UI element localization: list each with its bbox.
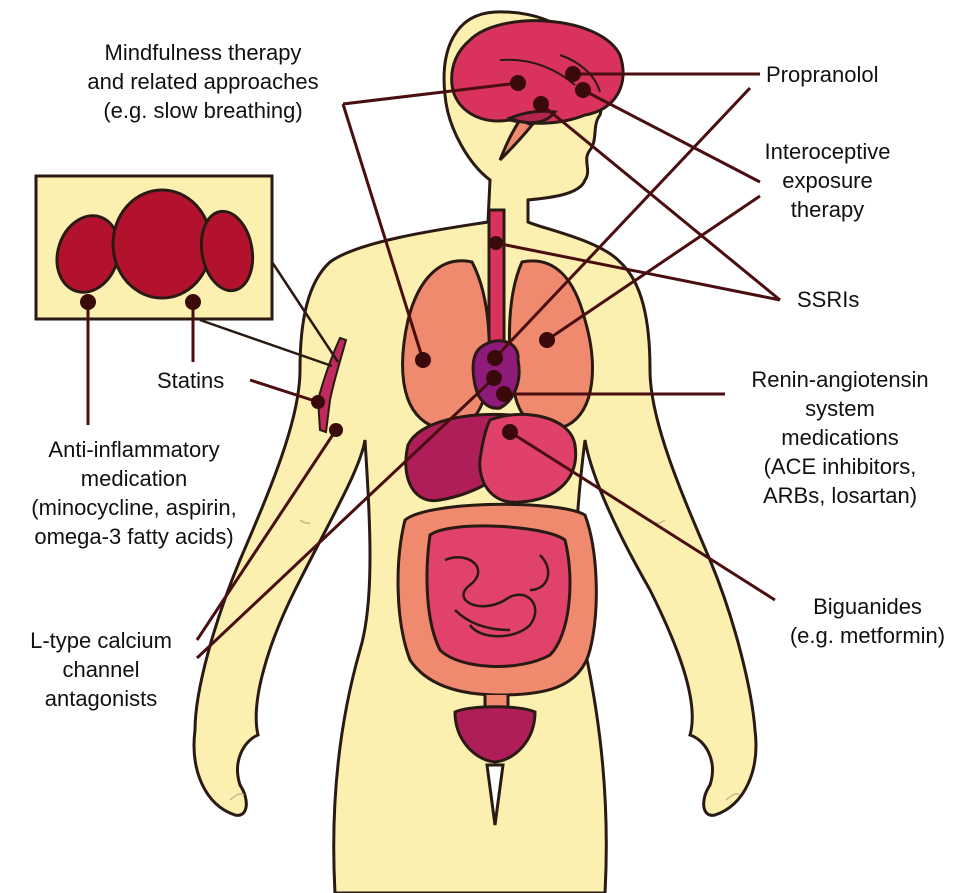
intestines: [398, 504, 596, 710]
blood-cell-inset: [36, 176, 338, 366]
label-anti-inflammatory: Anti-inflammatory medication (minocyclin…: [2, 435, 266, 551]
label-mindfulness: Mindfulness therapy and related approach…: [58, 38, 348, 125]
label-renin: Renin-angiotensin system medications (AC…: [725, 365, 955, 510]
label-interoceptive: Interoceptive exposure therapy: [745, 137, 910, 224]
label-calcium: L-type calcium channel antagonists: [10, 626, 192, 713]
label-statins: Statins: [157, 366, 224, 395]
label-biguanides: Biguanides (e.g. metformin): [770, 592, 965, 650]
label-propranolol: Propranolol: [766, 60, 879, 89]
label-ssris: SSRIs: [797, 285, 859, 314]
blood-cell-center: [113, 190, 211, 298]
